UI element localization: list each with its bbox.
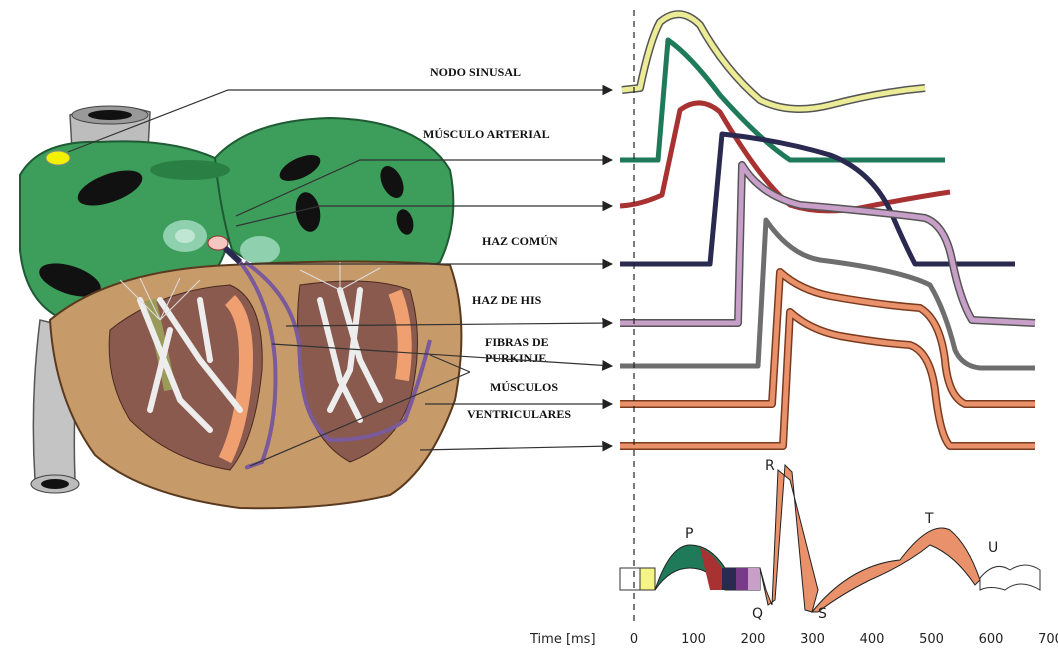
label-haz-comun: HAZ COMÚN	[482, 234, 558, 248]
ecg-u-wave	[980, 565, 1040, 590]
time-tick-label: 0	[630, 632, 638, 647]
action-potential-traces	[620, 14, 1035, 446]
time-tick-label: 600	[979, 632, 1004, 647]
time-tick-label: 500	[919, 632, 944, 647]
ecg-label-q: Q	[752, 606, 763, 622]
time-tick-label: 100	[681, 632, 706, 647]
label-musculos: MÚSCULOS	[490, 380, 558, 394]
ecg-label-s: S	[818, 606, 827, 622]
ecg-t-wave	[812, 528, 980, 612]
label-musculo-arterial: MÚSCULO ARTERIAL	[423, 127, 550, 141]
label-haz-de-his: HAZ DE HIS	[472, 293, 542, 307]
label-ventriculares: VENTRICULARES	[467, 407, 571, 421]
label-nodo-sinusal: NODO SINUSAL	[430, 65, 521, 79]
ecg-label-p: P	[685, 526, 693, 542]
time-axis-ticks: 0 100 200 300 400 500 600 700	[630, 632, 1058, 647]
ecg-label-t: T	[924, 511, 934, 527]
ecg-qrs-complex	[760, 465, 818, 612]
label-fibras-de: FIBRAS DE	[485, 335, 549, 349]
sinus-node-marker	[46, 151, 70, 165]
ecg-label-u: U	[988, 540, 998, 556]
time-axis-label: Time [ms]	[529, 632, 596, 647]
time-tick-label: 700	[1038, 632, 1058, 647]
trace-common-bundle	[620, 134, 1015, 264]
time-tick-label: 400	[860, 632, 885, 647]
time-tick-label: 300	[800, 632, 825, 647]
ecg-trace	[620, 465, 1040, 612]
heart-illustration	[20, 106, 461, 508]
time-tick-label: 200	[741, 632, 766, 647]
ecg-label-r: R	[765, 458, 775, 474]
arrow-muscle-b	[420, 446, 612, 450]
av-node-marker	[208, 236, 228, 250]
trace-ventricular-1	[620, 272, 1035, 404]
time-axis: Time [ms] 0 100 200 300 400 500 600 700	[529, 632, 1058, 647]
